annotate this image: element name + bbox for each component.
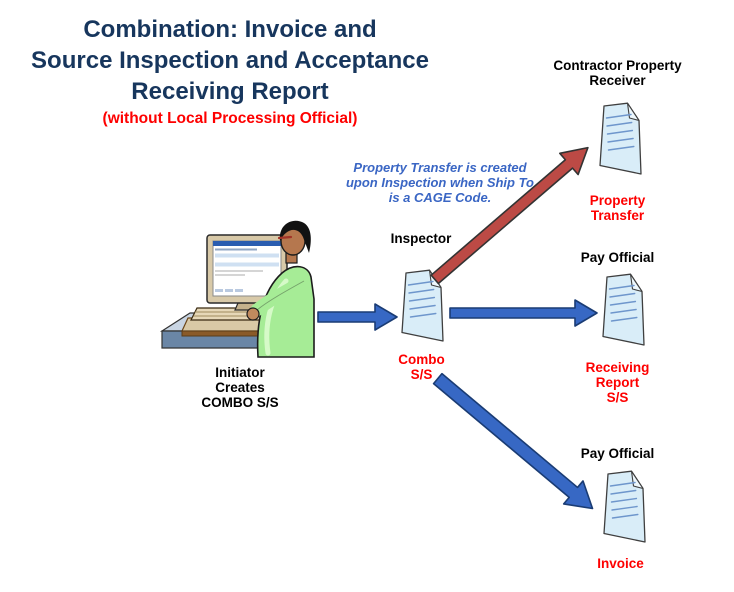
label-invoice: Invoice <box>597 556 644 571</box>
label-pay-official-receiving: Pay Official <box>580 250 655 265</box>
page-title: Combination: Invoice and Source Inspecti… <box>31 16 429 105</box>
arrow-inspector-to-receiving-report <box>449 299 598 327</box>
property-transfer-document-icon <box>599 102 642 175</box>
label-property-transfer: Property Transfer <box>589 193 646 223</box>
label-inspector: Inspector <box>390 231 452 246</box>
glasses-icon <box>277 235 293 240</box>
person-icon <box>246 220 315 358</box>
label-combo-ss: Combo S/S <box>398 352 445 382</box>
arrow-initiator-to-inspector <box>317 303 398 331</box>
arrow-inspector-to-invoice <box>432 372 594 510</box>
invoice-document-icon <box>603 470 646 543</box>
screen-titlebar <box>213 241 281 246</box>
property-transfer-note: Property Transfer is created upon Inspec… <box>345 160 534 205</box>
receiving-report-document-icon <box>602 273 645 346</box>
label-pay-official-invoice: Pay Official <box>580 446 655 461</box>
label-receiving-report-ss: Receiving Report S/S <box>585 360 650 405</box>
arrow-inspector-to-property-transfer <box>430 146 589 285</box>
label-initiator-caption: Initiator Creates COMBO S/S <box>201 365 279 410</box>
initiator-computer-illustration <box>159 220 315 358</box>
page-subtitle: (without Local Processing Official) <box>102 110 358 127</box>
hair <box>279 220 311 253</box>
label-contractor-property-receiver: Contractor Property Receiver <box>553 58 682 88</box>
hand <box>246 307 260 321</box>
